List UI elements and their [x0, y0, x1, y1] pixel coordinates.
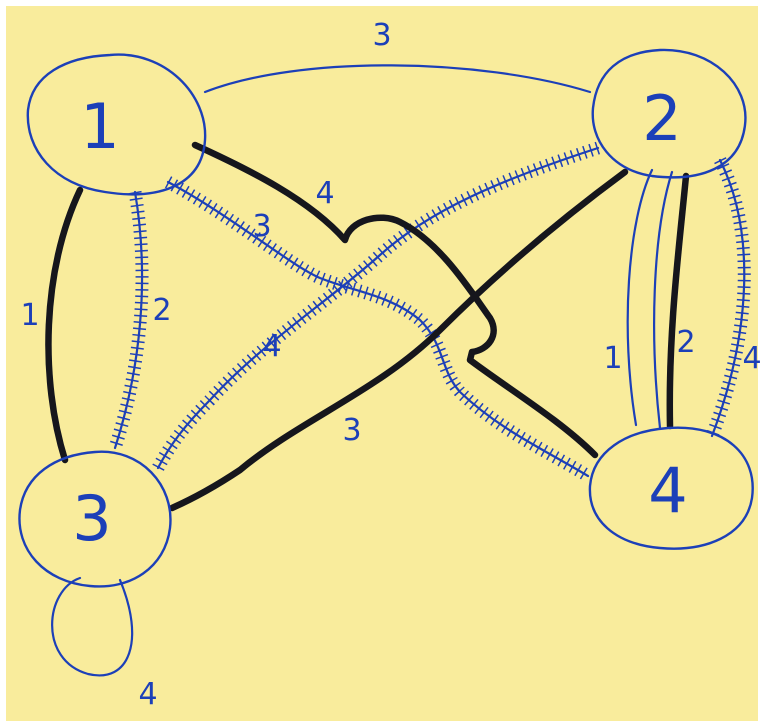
edge-1-3-hatched [108, 190, 149, 450]
node-1-circle [26, 53, 207, 196]
edge-1-3-thick [45, 186, 84, 464]
edge-2-4-thick-label: 2 [676, 325, 695, 360]
node-1-label: 1 [80, 90, 119, 163]
edge-1-3-hatched-label: 2 [152, 293, 171, 328]
edge-1-4-hatched-label: 3 [252, 209, 271, 244]
edge-1-4-hatched [164, 176, 592, 482]
paper-background [6, 6, 758, 721]
node-2-label: 2 [642, 82, 681, 155]
edge-1-4-thick-label: 4 [315, 176, 334, 211]
node-4-label: 4 [648, 454, 687, 527]
edge-2-3-hatched-label: 4 [262, 329, 281, 364]
edge-2-4-hatched-label: 4 [742, 341, 761, 376]
node-4-circle [588, 426, 754, 550]
edge-1-2-label: 3 [372, 18, 391, 53]
edge-2-4-thick [666, 172, 690, 430]
edge-2-3-thick-label: 3 [342, 413, 361, 448]
node-2-circle [591, 48, 747, 179]
edge-3-3-loop [51, 576, 134, 677]
edge-2-3-thick [168, 168, 629, 512]
edge-2-4-thin-return [653, 170, 674, 430]
node-3-label: 3 [72, 482, 111, 555]
edge-2-3-hatched [152, 141, 601, 472]
edge-2-4-thin [626, 168, 654, 427]
edge-1-3-thick-label: 1 [20, 298, 39, 333]
edge-3-3-loop-label: 4 [138, 677, 157, 712]
edge-2-4-thin-label: 1 [603, 341, 622, 376]
node-3-circle [18, 450, 172, 588]
edge-1-4-thick [191, 141, 599, 459]
edge-2-4-hatched [705, 157, 751, 439]
edge-1-2 [203, 64, 592, 94]
